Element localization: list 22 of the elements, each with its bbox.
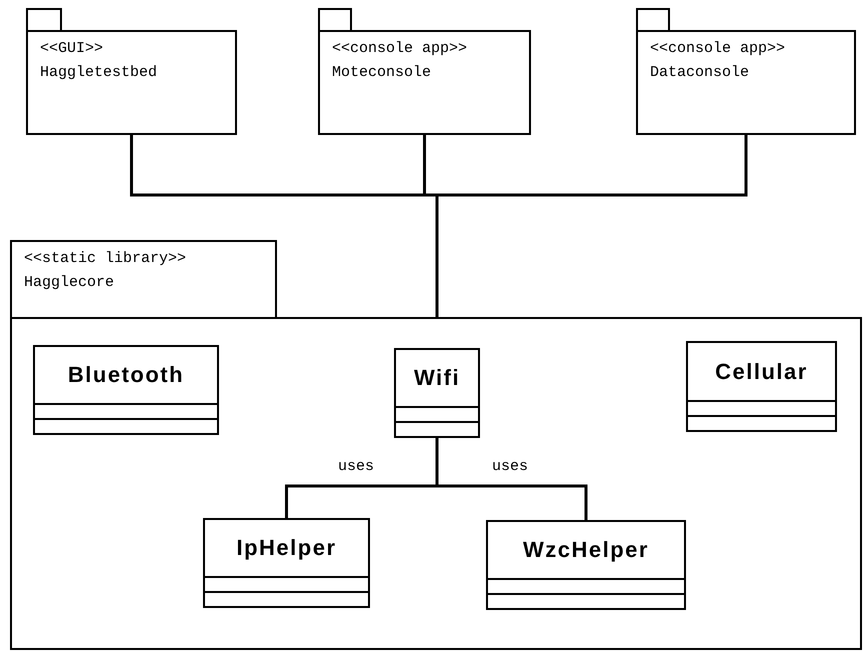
stereotype-label: <<console app>>: [650, 40, 786, 57]
package-shape: [636, 8, 856, 135]
class-box: [486, 520, 686, 610]
package-name: Haggletestbed: [40, 64, 158, 81]
package-shape: [318, 8, 531, 135]
package-name: Hagglecore: [24, 274, 114, 291]
class-name: IpHelper: [235, 534, 338, 562]
stereotype-label: <<static library>>: [24, 250, 186, 267]
class-box: [33, 345, 219, 435]
package-name: Dataconsole: [650, 64, 750, 81]
package-shape: [10, 240, 862, 650]
class-box: [203, 518, 370, 608]
stereotype-label: <<console app>>: [332, 40, 468, 57]
class-name: Cellular: [714, 358, 809, 386]
stereotype-label: <<GUI>>: [40, 40, 104, 57]
class-name: Wifi: [412, 364, 462, 392]
class-box: [686, 341, 837, 432]
package-name: Moteconsole: [332, 64, 432, 81]
class-name: Bluetooth: [66, 361, 186, 389]
class-box: [394, 348, 480, 438]
class-name: WzcHelper: [522, 536, 650, 564]
package-shape: [26, 8, 237, 135]
